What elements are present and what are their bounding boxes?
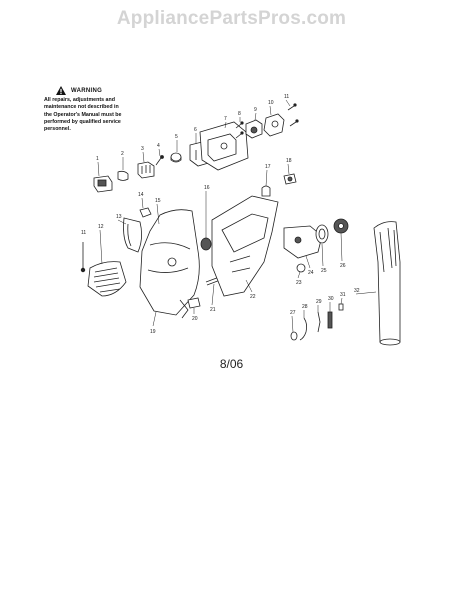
callout-3: 3 (141, 146, 144, 152)
part-2-drawing (117, 170, 129, 181)
warning-header: WARNING (56, 86, 136, 95)
part-22-drawing (211, 195, 279, 297)
callout-18: 18 (286, 158, 292, 164)
callout-11-upper: 11 (284, 94, 289, 100)
callout-17: 17 (265, 164, 271, 170)
callout-4: 4 (157, 143, 160, 149)
callout-15: 15 (155, 198, 161, 204)
callout-22: 22 (250, 294, 256, 300)
callout-29: 29 (316, 299, 322, 305)
callout-26: 26 (340, 263, 346, 269)
callout-27: 27 (290, 310, 296, 316)
warning-title: WARNING (71, 87, 103, 94)
part-28-drawing (299, 317, 308, 341)
callout-2: 2 (121, 151, 124, 157)
callout-1: 1 (96, 156, 99, 162)
date-code: 8/06 (219, 357, 244, 371)
callout-23: 23 (296, 280, 302, 286)
part-26-drawing (333, 218, 349, 234)
callout-21: 21 (210, 307, 216, 313)
callout-30: 30 (328, 296, 334, 302)
callout-8: 8 (238, 111, 241, 117)
callout-10: 10 (268, 100, 274, 106)
part-30-drawing (327, 311, 333, 329)
callout-14: 14 (138, 192, 144, 198)
callout-11-left: 11 (81, 230, 86, 236)
part-27-drawing (290, 331, 298, 341)
callout-28: 28 (302, 304, 308, 310)
callout-9: 9 (254, 107, 257, 113)
part-24-drawing (283, 225, 323, 259)
callout-20: 20 (192, 316, 198, 322)
part-14-drawing (139, 207, 152, 218)
warning-triangle-icon (56, 86, 66, 95)
callout-5: 5 (175, 134, 178, 140)
part-18-drawing (283, 173, 297, 185)
part-13-drawing (123, 217, 142, 253)
part-29-drawing (317, 311, 321, 333)
part-11-left-drawing (80, 242, 86, 273)
part-12-drawing (87, 261, 127, 297)
part-16-drawing (200, 237, 212, 251)
callout-6: 6 (194, 127, 197, 133)
part-1-drawing (93, 175, 113, 193)
part-10-drawing (263, 113, 285, 137)
warning-text: All repairs, adjustments and maintenance… (44, 97, 122, 133)
callout-12: 12 (98, 224, 104, 230)
part-17-drawing (261, 185, 271, 197)
callout-31: 31 (340, 292, 346, 298)
warning-notice: WARNING All repairs, adjustments and mai… (44, 86, 136, 133)
callout-19: 19 (150, 329, 156, 335)
callout-24: 24 (308, 270, 314, 276)
part-25-drawing (315, 224, 329, 244)
callout-13: 13 (116, 214, 122, 220)
callout-7: 7 (224, 116, 227, 122)
callout-32: 32 (354, 288, 360, 294)
part-8-drawing (235, 121, 244, 139)
part-11-upper-drawing (287, 103, 299, 127)
part-19-drawing (139, 209, 200, 319)
part-7-drawing (199, 121, 249, 171)
part-23-drawing (296, 263, 306, 273)
part-3-drawing (137, 161, 155, 179)
part-32-drawing (373, 221, 401, 346)
callout-25: 25 (321, 268, 327, 274)
callout-16: 16 (204, 185, 210, 191)
part-5-drawing (170, 152, 182, 163)
watermark-logo-text: AppliancePartsPros.com (116, 8, 347, 29)
part-31-drawing (338, 303, 344, 311)
part-4-drawing (155, 155, 164, 166)
part-20-drawing (187, 297, 201, 309)
part-9-drawing (245, 119, 263, 139)
